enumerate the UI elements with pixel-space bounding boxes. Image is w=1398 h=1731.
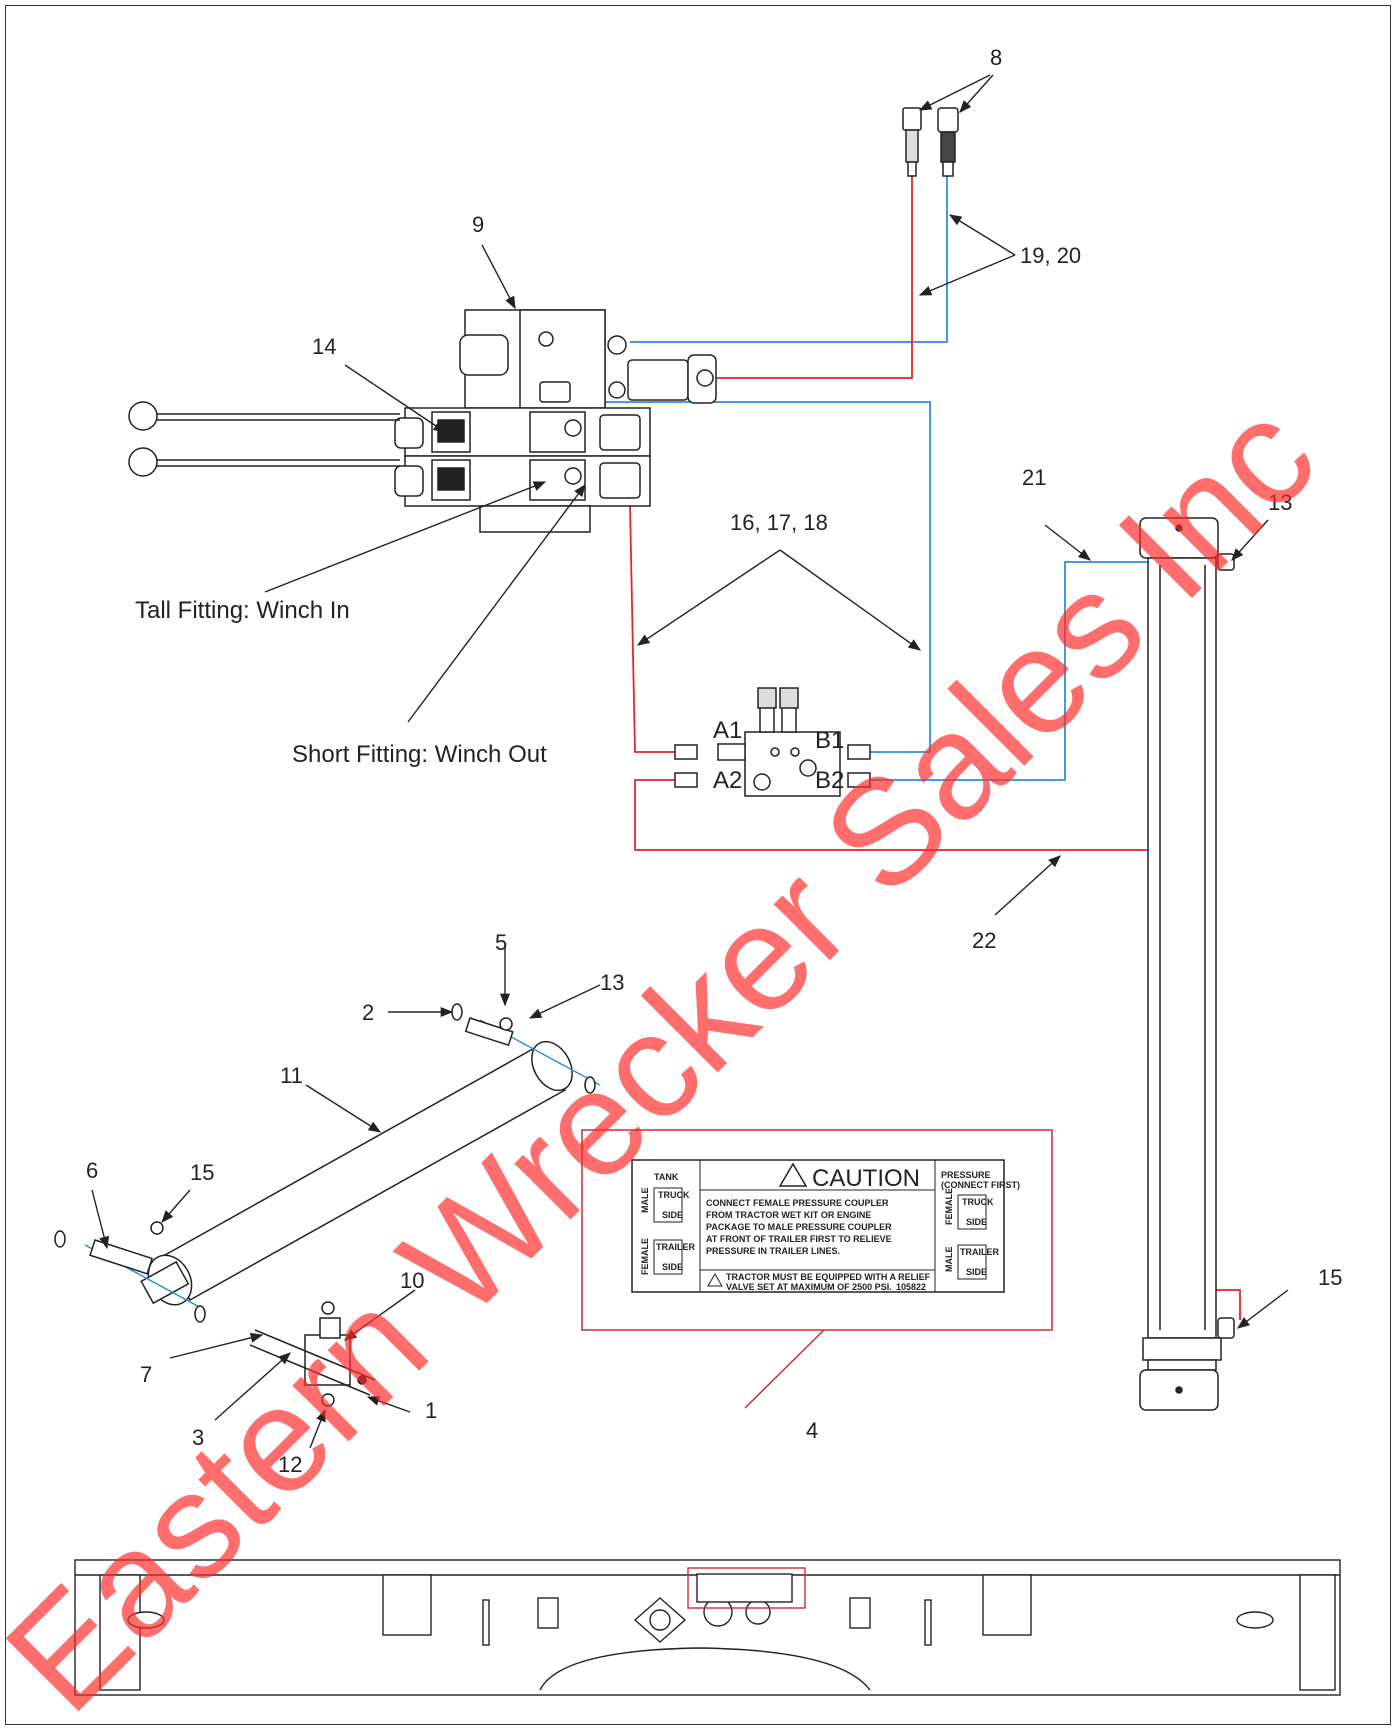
callout-19-20: 19, 20 [1020,243,1081,268]
decal-truck-left: TRUCK [658,1190,690,1200]
callout-4: 4 [806,1418,818,1443]
decal-trailer-right: TRAILER [960,1247,999,1257]
decal-line1: CONNECT FEMALE PRESSURE COUPLER [706,1198,889,1208]
port-b2-label: B2 [815,767,844,794]
callout-22: 22 [972,928,996,953]
callout-11: 11 [280,1063,303,1088]
red-hose-return [700,175,913,379]
trailer-front-frame [74,1559,1341,1696]
control-valve-assembly [128,309,717,533]
decal-tank: TANK [654,1172,679,1182]
arrow-icon [91,1189,110,1250]
callout-10: 10 [400,1268,424,1293]
arrow-icon [309,1408,326,1449]
decal-male-right: MALE [944,1247,954,1273]
decal-trailer-left: TRAILER [656,1242,695,1252]
angled-cylinder-group [54,1003,601,1407]
port-a1-label: A1 [713,717,742,744]
callout-1: 1 [425,1398,437,1423]
decal-truck-right: TRUCK [962,1197,994,1207]
callout-8: 8 [990,45,1002,70]
leader-arrows [91,74,1289,1449]
arrow-icon [918,254,1016,296]
callout-3: 3 [192,1425,204,1450]
decal-pressure: PRESSURE [941,1170,991,1180]
arrow-icon [214,1352,291,1421]
blue-hose-supply [630,175,948,343]
callout-13-top: 13 [1268,490,1292,515]
callout-21: 21 [1022,465,1046,490]
arrow-icon [344,364,447,433]
callout-numbers: 8 19, 20 9 14 21 13 16, 17, 18 22 5 13 2… [86,45,1342,1477]
arrow-icon [481,244,516,310]
warning-triangle-icon [707,1273,723,1287]
callout-9: 9 [472,212,484,237]
arrow-icon [918,74,991,111]
callout-15-left: 15 [190,1160,214,1185]
arrow-icon [343,1289,416,1341]
arrow-icon [948,214,1016,256]
label-tall-fitting: Tall Fitting: Winch In [135,597,350,624]
callout-16-17-18: 16, 17, 18 [730,510,828,535]
decal-side-left-bottom: SIDE [662,1262,683,1272]
watermark-text: Eastern Wrecker Sales Inc [0,370,1346,1731]
arrow-icon [528,984,601,1019]
decal-line4: AT FRONT OF TRAILER FIRST TO RELIEVE [706,1234,892,1244]
decal-line2: FROM TRACTOR WET KIT OR ENGINE [706,1210,871,1220]
callout-12: 12 [278,1452,302,1477]
lever-knob-upper [128,401,158,431]
decal-female-right: FEMALE [944,1188,954,1225]
port-a2-label: A2 [713,767,742,794]
callout-13-mid: 13 [600,970,624,995]
decal-female-left: FEMALE [640,1238,650,1275]
decal-male-left: MALE [640,1188,650,1214]
callout-6: 6 [86,1158,98,1183]
blue-hose-b2 [866,561,1220,781]
vertical-cylinder [1139,517,1235,1411]
quick-couplers [902,107,959,177]
decal-side-right-bottom: SIDE [966,1267,987,1277]
diverter-block [674,687,871,797]
callout-5: 5 [495,930,507,955]
decal-connect-first: (CONNECT FIRST) [941,1180,1020,1190]
label-short-fitting: Short Fitting: Winch Out [292,741,547,768]
decal-side-left-top: SIDE [662,1210,683,1220]
callout-2: 2 [362,1000,374,1025]
decal-side-right-top: SIDE [966,1217,987,1227]
decal-warn1: TRACTOR MUST BE EQUIPPED WITH A RELIEF [726,1272,931,1282]
arrow-icon [636,549,781,646]
drawing-frame [5,5,1391,1725]
arrow-icon [1231,519,1269,561]
decal-caution: CAUTION [812,1165,920,1192]
arrow-icon [161,1189,191,1223]
decal-line5: PRESSURE IN TRAILER LINES. [706,1246,840,1256]
arrow-icon [305,1084,382,1133]
lever-knob-lower [128,447,158,477]
arrow-icon [407,483,586,723]
arrow-icon [779,549,922,651]
arrow-icon [994,855,1061,916]
decal-warn2: VALVE SET AT MAXIMUM OF 2500 PSI. [726,1282,892,1292]
arrow-icon [959,74,994,113]
arrow-icon [1236,1289,1289,1329]
port-b1-label: B1 [815,727,844,754]
decal-callout-box [581,1129,1053,1331]
callout-15-right: 15 [1318,1265,1342,1290]
arrow-icon [1044,524,1091,561]
callout-7: 7 [140,1362,152,1387]
callout-14: 14 [312,334,336,359]
caution-decal: CAUTION TANK PRESSURE (CONNECT FIRST) CO… [631,1159,1020,1293]
arrow-icon [169,1332,264,1359]
decal-part-no: 105822 [896,1282,926,1292]
arrow-icon [366,1396,411,1413]
decal-line3: PACKAGE TO MALE PRESSURE COUPLER [706,1222,892,1232]
caution-triangle-icon [778,1162,808,1187]
arrow-icon [264,481,547,593]
